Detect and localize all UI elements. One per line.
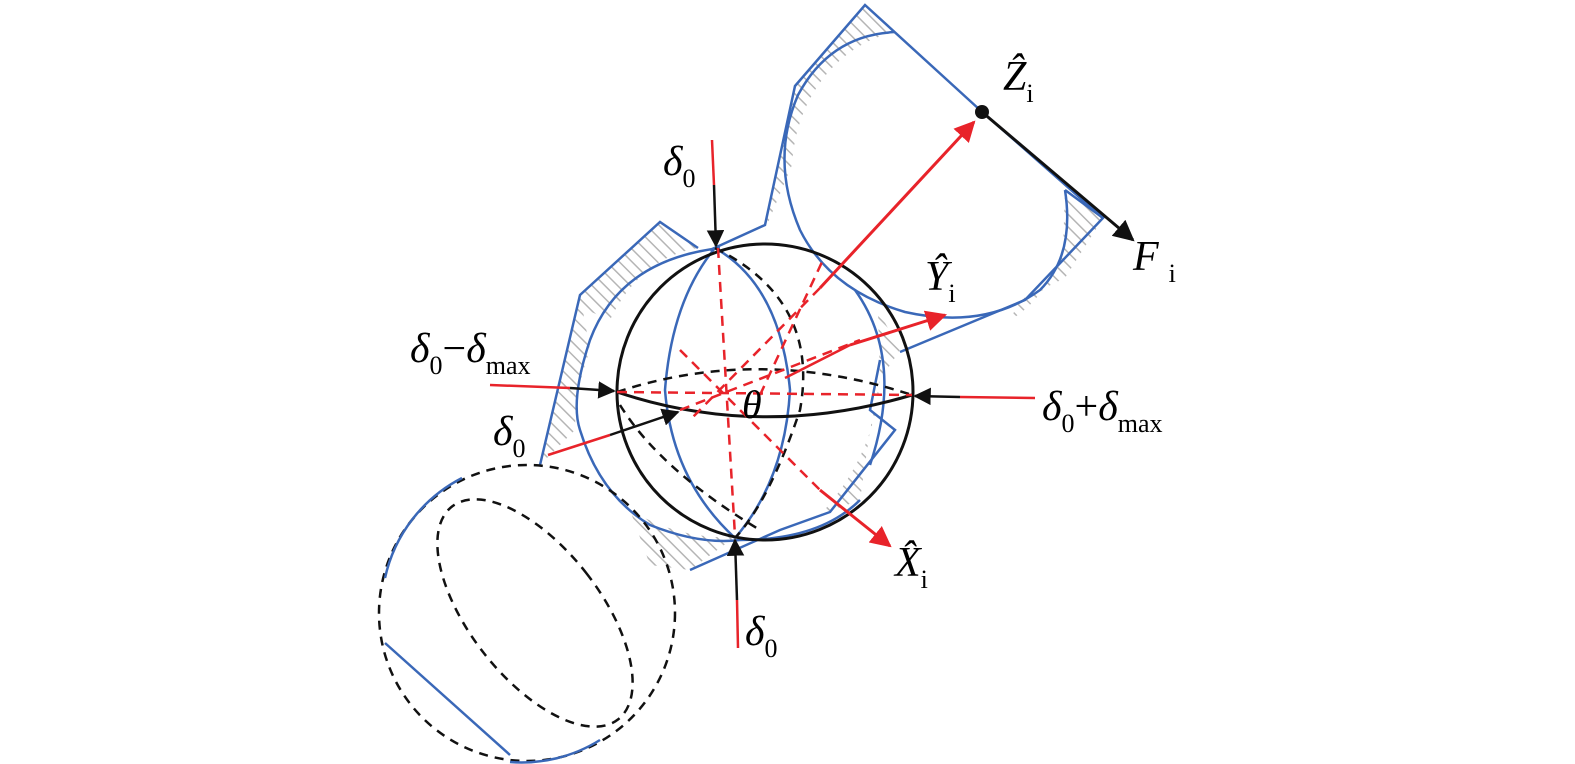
inner-raceway-lower-edge (689, 359, 897, 572)
x-axis (819, 488, 892, 548)
contact-lines (616, 247, 913, 537)
inner-raceway (538, 220, 900, 572)
force-arrow (981, 110, 1135, 242)
outer-raceway-outline (709, 3, 1105, 354)
y-axis-label: Ŷi (925, 253, 956, 308)
inner-raceway-hatch-top (575, 222, 698, 320)
delta-top-arrow (706, 139, 725, 248)
inner-raceway-hatch-left (540, 295, 590, 465)
theta-label: θ (742, 382, 762, 427)
ball-equator-back (616, 368, 913, 397)
delta-left-label: δ0 (493, 409, 526, 463)
delta-bottom-arrow (726, 538, 745, 649)
ball-meridian-dashed (714, 246, 805, 539)
x-axis-label: X̂i (893, 539, 928, 594)
delta-left-arrow (547, 408, 680, 457)
ball-equator-front (616, 390, 913, 419)
delta-bottom-label: δ0 (745, 609, 778, 663)
delta-plus-arrow (913, 387, 1036, 406)
z-axis-label: Ẑi (1003, 53, 1034, 108)
main-ball (615, 242, 915, 542)
delta-top-label: δ0 (663, 139, 696, 193)
delta-minus-arrow (489, 381, 616, 399)
adjacent-ball (377, 463, 677, 764)
outer-raceway-hatch (765, 5, 895, 230)
outer-raceway-hatch-right (1010, 190, 1103, 320)
inner-raceway-outline (538, 220, 699, 466)
delta-plus-label: δ0+δmax (1042, 384, 1163, 438)
z-axis (818, 120, 976, 290)
outer-raceway-groove (783, 30, 1069, 319)
outer-raceway (709, 3, 1105, 354)
y-axis (784, 310, 948, 380)
delta-minus-label: δ0−δmax (410, 326, 531, 380)
inner-raceway-hatch-bottom (630, 510, 735, 570)
